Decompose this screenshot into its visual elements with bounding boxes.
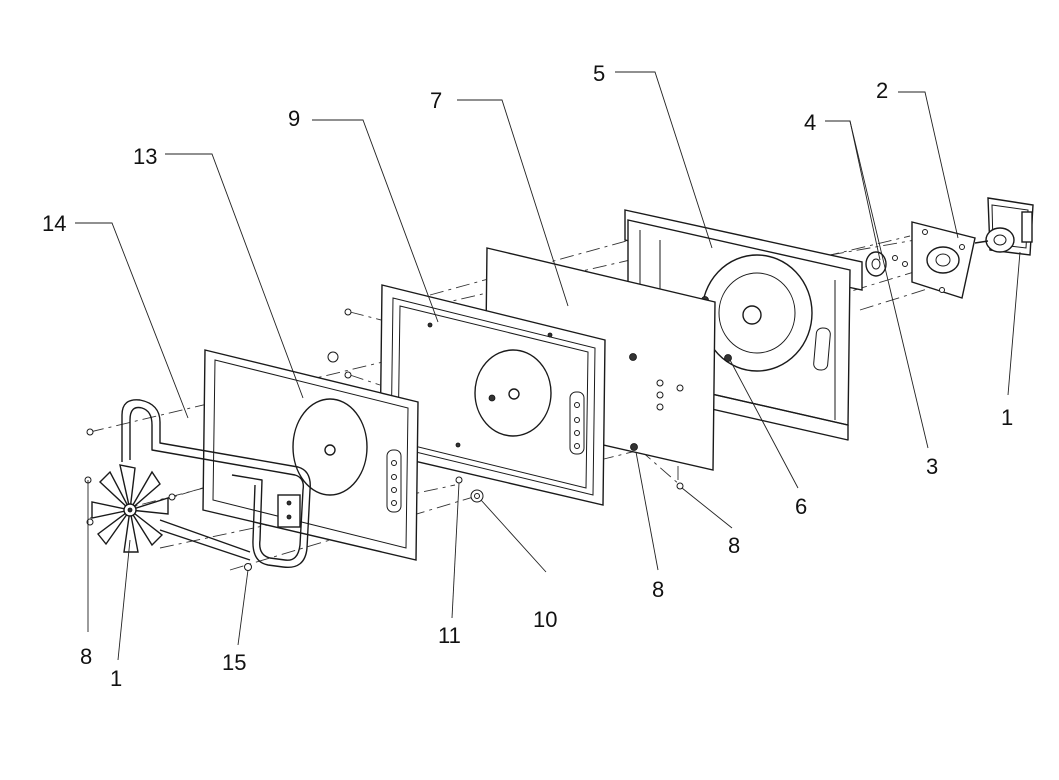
- label-1-right: 1: [1001, 405, 1013, 430]
- label-5: 5: [593, 61, 605, 86]
- part-heating-element: [121, 399, 311, 569]
- label-1-left: 1: [110, 666, 122, 691]
- label-13: 13: [133, 144, 157, 169]
- part-motor-bracket: [911, 221, 976, 299]
- label-9: 9: [288, 106, 300, 131]
- label-7: 7: [430, 88, 442, 113]
- part-screws-mid: [327, 308, 684, 503]
- label-2: 2: [876, 78, 888, 103]
- part-front-plate: [202, 349, 419, 561]
- part-fan-blade: [91, 464, 169, 553]
- label-6: 6: [795, 494, 807, 519]
- label-14: 14: [42, 211, 66, 236]
- label-10: 10: [533, 607, 557, 632]
- label-8-right: 8: [728, 533, 740, 558]
- label-11: 11: [438, 623, 461, 648]
- part-labels: 1 2 3 4 5 6 7 8 8 8 9 10 11 13 14 15 1: [42, 61, 1013, 691]
- label-8-left: 8: [80, 644, 92, 669]
- label-8-mid: 8: [652, 577, 664, 602]
- part-motor: [974, 197, 1034, 256]
- leader-lines: [75, 71, 1021, 661]
- part-spacer: [865, 251, 908, 277]
- label-4: 4: [804, 110, 816, 135]
- label-15: 15: [222, 650, 246, 675]
- label-3: 3: [926, 454, 938, 479]
